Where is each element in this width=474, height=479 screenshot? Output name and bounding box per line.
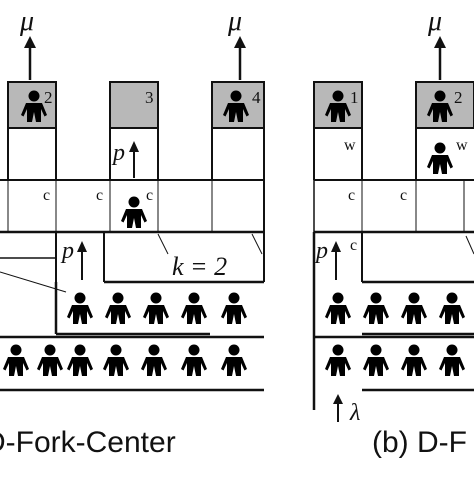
customer-icon (67, 344, 93, 376)
customer-icon (3, 344, 29, 376)
customer-icon (37, 344, 63, 376)
customer-icon (103, 344, 129, 376)
buffer-tag: c (146, 187, 153, 204)
customer-icon (105, 292, 131, 324)
customer-icon (363, 344, 389, 376)
mu-label: μ (427, 6, 442, 37)
server-box (109, 81, 159, 129)
customer-icon (325, 292, 351, 324)
customer-icon (121, 196, 147, 228)
customer-icon (427, 142, 453, 174)
customer-icon (401, 344, 427, 376)
service-rate-arrow-1 (24, 36, 36, 80)
customer-icon (401, 292, 427, 324)
routing-arrow (129, 141, 139, 178)
customer-icon (181, 344, 207, 376)
server-number: 3 (145, 88, 154, 107)
customer-icon (181, 292, 207, 324)
caption-right-panel: (b) D-F (372, 426, 467, 459)
buffer-tag: c (350, 237, 357, 254)
customer-icon (143, 292, 169, 324)
customer-icon (67, 292, 93, 324)
mu-label: μ (227, 6, 242, 37)
k-label: k = 2 (172, 252, 227, 281)
queue-row (3, 344, 247, 376)
arrival-arrow (333, 394, 343, 422)
queue-row (325, 292, 465, 324)
customer-icon (439, 344, 465, 376)
server-number: 2 (44, 88, 53, 107)
customer-icon (439, 292, 465, 324)
routing-arrow (331, 241, 341, 280)
service-rate-arrow-2 (234, 36, 246, 80)
queue-row (325, 344, 465, 376)
server-number: 2 (454, 88, 463, 107)
customer-icon (325, 344, 351, 376)
p-label: p (60, 238, 74, 264)
queue-row (67, 292, 247, 324)
lambda-label: λ (349, 400, 360, 426)
wait-tag: w (344, 137, 356, 154)
buffer-tag: c (348, 187, 355, 204)
p-label: p (314, 238, 328, 264)
buffer-tag: c (400, 187, 407, 204)
wait-tag: w (456, 137, 468, 154)
caption-center-panel: D-Fork-Center (0, 426, 176, 459)
mu-label: μ (19, 6, 34, 37)
buffer-tag: c (43, 187, 50, 204)
customer-icon (221, 292, 247, 324)
server-box (313, 81, 363, 129)
service-rate-arrow-3 (434, 36, 446, 80)
customer-icon (221, 344, 247, 376)
server-number: 1 (350, 88, 359, 107)
server-number: 4 (252, 88, 261, 107)
p-label: p (111, 140, 125, 166)
buffer-tag: c (96, 187, 103, 204)
routing-arrow (77, 241, 87, 280)
customer-icon (141, 344, 167, 376)
customer-icon (363, 292, 389, 324)
